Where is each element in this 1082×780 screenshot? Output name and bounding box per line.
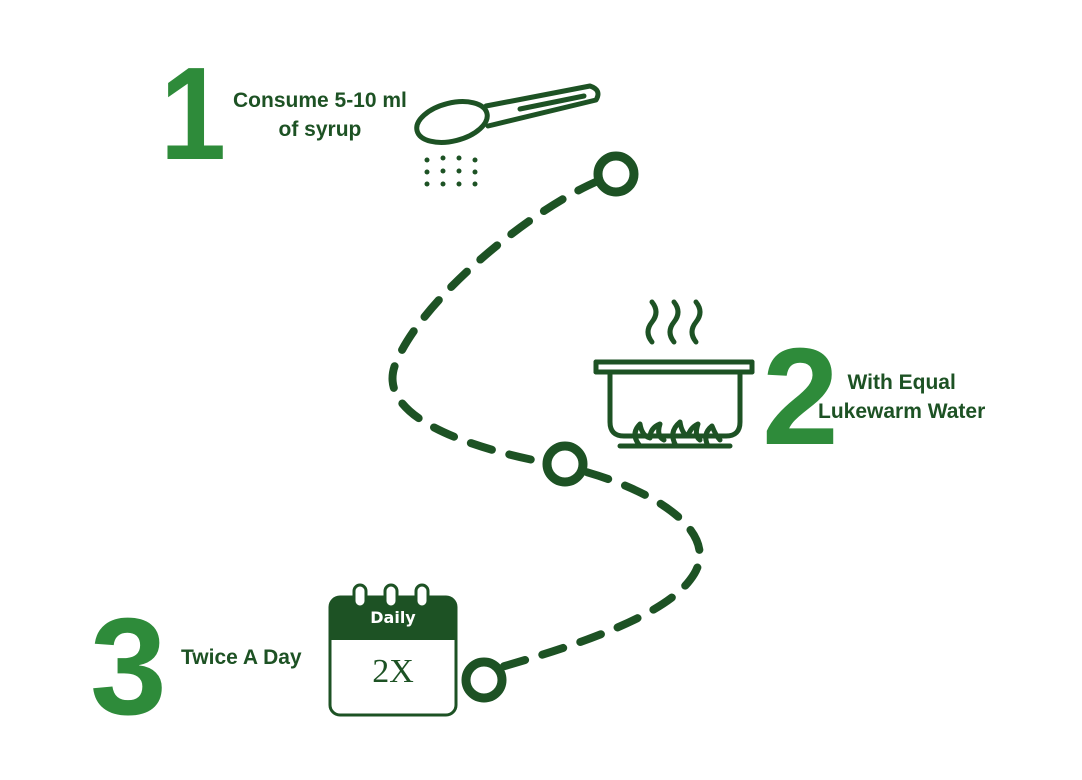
step-2-line-1: With Equal xyxy=(847,371,956,394)
syrup-drops xyxy=(424,155,478,187)
calendar-frequency-value: 2X xyxy=(372,653,414,690)
cooking-pot-icon xyxy=(593,299,755,449)
step-3-text: Twice A Day xyxy=(181,643,302,672)
spoon-icon xyxy=(414,83,601,145)
waypoint-ring-2 xyxy=(542,441,588,487)
step-1-number: 1 xyxy=(160,40,227,187)
calendar-icon xyxy=(328,583,458,717)
dashed-connector-path xyxy=(388,177,704,672)
step-2-number: 2 xyxy=(762,320,839,474)
step-1-line-2: of syrup xyxy=(278,118,362,141)
calendar-header-label: Daily xyxy=(370,608,416,627)
step-2-text: With Equal Lukewarm Water xyxy=(818,368,985,426)
step-1-text: Consume 5-10 ml of syrup xyxy=(233,86,407,144)
step-3-number: 3 xyxy=(90,590,167,744)
step-1-line-1: Consume 5-10 ml xyxy=(233,89,407,112)
waypoint-ring-3 xyxy=(461,657,507,703)
step-3-line-1: Twice A Day xyxy=(181,646,302,669)
waypoint-ring-1 xyxy=(593,151,639,197)
step-2-line-2: Lukewarm Water xyxy=(818,400,986,423)
